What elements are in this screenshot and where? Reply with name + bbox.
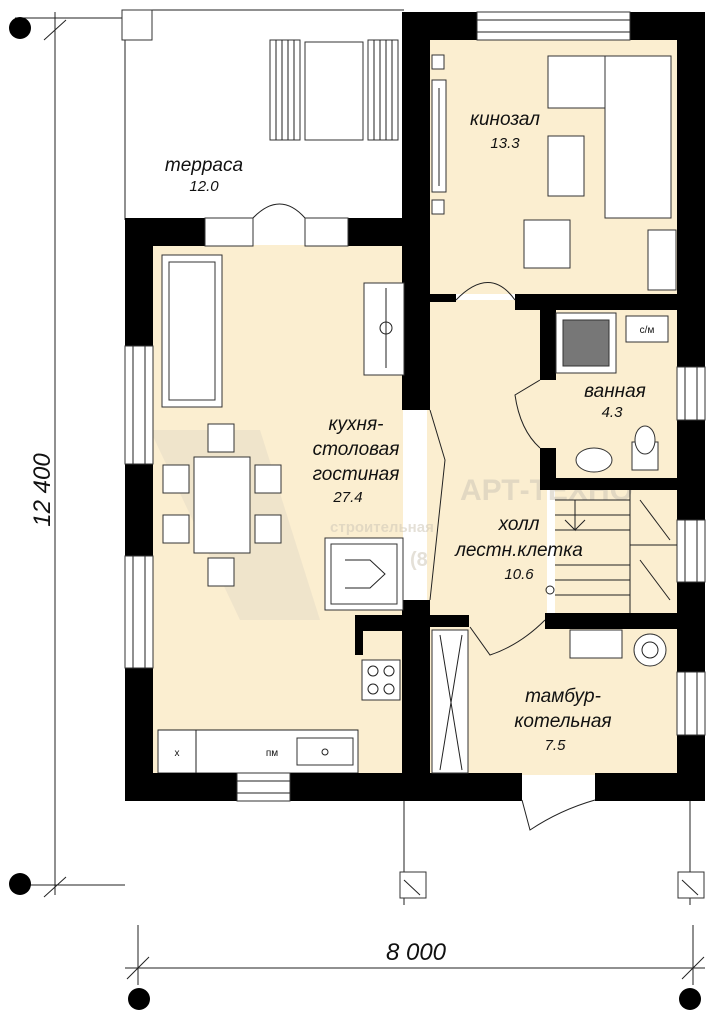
doors <box>252 203 596 831</box>
kitchen-label-line1: кухня- <box>329 414 384 435</box>
axis-marker-bottom-right <box>679 988 701 1010</box>
fridge-label: х <box>175 748 180 759</box>
bathroom-fixtures <box>555 312 669 473</box>
vestibule-fixtures <box>431 629 667 774</box>
axis-marker-bottom-left <box>9 873 31 895</box>
windows <box>124 11 706 802</box>
terrace <box>121 9 404 220</box>
watermark-phone: (8 <box>410 549 428 571</box>
height-dimension: 12 400 <box>29 453 56 527</box>
bathroom-area: 4.3 <box>602 404 624 421</box>
bathroom-label: ванная <box>584 381 646 402</box>
room-labels: терраса 12.0 кинозал 13.3 кухня- столова… <box>165 109 655 759</box>
porch <box>399 800 705 905</box>
kitchen-label-line2: столовая <box>313 439 400 460</box>
stairs <box>545 490 677 613</box>
width-dimension: 8 000 <box>386 939 447 966</box>
cinema-area: 13.3 <box>490 135 520 152</box>
hall-label-line1: холл <box>498 514 540 535</box>
kitchen-label-line3: гостиная <box>313 464 400 485</box>
dimension-lines <box>15 12 705 985</box>
walls <box>125 12 705 801</box>
kitchen-area: 27.4 <box>332 489 362 506</box>
terrace-label: терраса <box>165 155 243 176</box>
vestibule-label-line2: котельная <box>514 711 611 732</box>
hall-label-line2: лестн.клетка <box>454 540 583 561</box>
cinema-furniture <box>431 54 677 291</box>
cinema-label: кинозал <box>470 109 540 130</box>
vestibule-label-line1: тамбур- <box>525 686 601 707</box>
dishwasher-label: пм <box>266 748 278 759</box>
terrace-area: 12.0 <box>189 178 219 195</box>
hall-area: 10.6 <box>504 566 534 583</box>
kitchen-furniture <box>158 254 405 773</box>
shower-cabin-label: с/м <box>640 325 655 336</box>
axis-marker-bottom-left-2 <box>128 988 150 1010</box>
watermark-subtitle: строительная <box>330 519 434 536</box>
vestibule-area: 7.5 <box>545 737 567 754</box>
axis-marker-top-left <box>9 17 31 39</box>
